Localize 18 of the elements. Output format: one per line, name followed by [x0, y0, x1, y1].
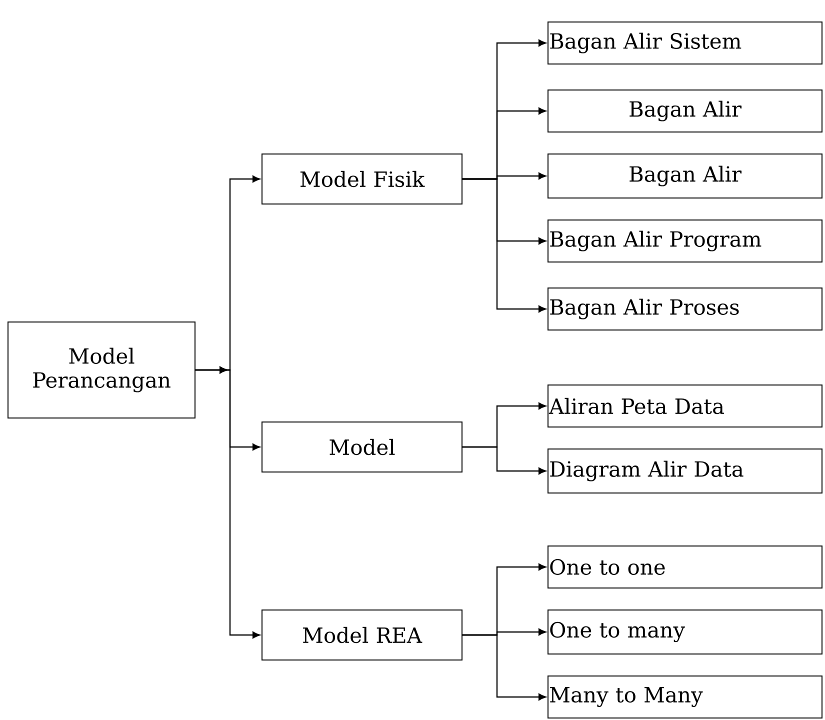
box: Model [262, 422, 462, 472]
box: Bagan Alir Proses [548, 288, 822, 330]
box: Bagan Alir Sistem [548, 22, 822, 64]
box: Aliran Peta Data [548, 384, 822, 428]
box: Model Fisik [262, 154, 462, 204]
arrow [462, 446, 546, 474]
arrow [196, 366, 260, 638]
box: Bagan Alir [548, 90, 822, 132]
arrow [462, 178, 546, 312]
box: Bagan Alir [548, 154, 822, 198]
box: Many to Many [548, 676, 822, 718]
box: Model REA [262, 610, 462, 660]
box: One to one [548, 546, 822, 588]
box: Model Perancangan [8, 322, 196, 418]
box: Diagram Alir Data [548, 448, 822, 494]
box: One to many [548, 610, 822, 654]
arrow [462, 634, 546, 700]
box: Bagan Alir Program [548, 220, 822, 262]
